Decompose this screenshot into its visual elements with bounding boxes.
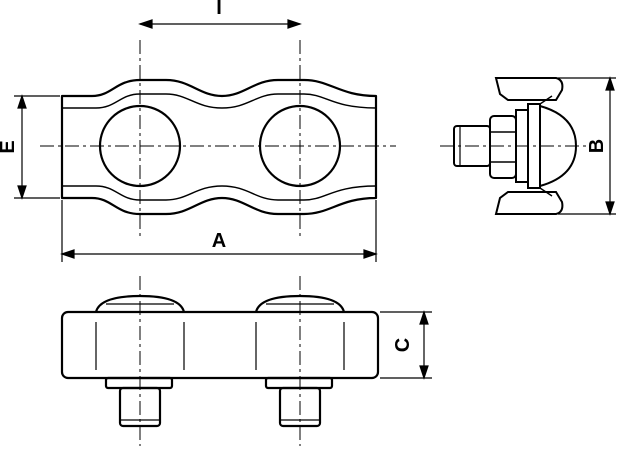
front-body bbox=[60, 310, 380, 380]
side-nut bbox=[489, 115, 517, 179]
hole-spacing-label: E bbox=[0, 140, 19, 153]
dimension-height bbox=[558, 76, 616, 216]
centerlines-front bbox=[139, 276, 301, 446]
side-bottom-flange bbox=[494, 191, 564, 215]
clamp-edge-top bbox=[62, 93, 377, 109]
dimension-pitch bbox=[138, 19, 302, 29]
clamp-edge-bottom bbox=[62, 185, 377, 201]
length-label: A bbox=[212, 230, 226, 252]
height-label: B bbox=[586, 139, 608, 153]
thickness-label: C bbox=[392, 338, 414, 352]
front-nut-left bbox=[104, 376, 174, 390]
front-view bbox=[60, 294, 380, 428]
pitch-label: I bbox=[216, 0, 222, 19]
dimension-thickness bbox=[380, 310, 432, 380]
dimension-length bbox=[60, 200, 378, 262]
top-view bbox=[60, 78, 378, 216]
dimension-hole-spacing bbox=[14, 94, 60, 200]
front-nut-right bbox=[264, 376, 334, 390]
centerlines-top bbox=[40, 40, 396, 236]
side-top-flange bbox=[494, 77, 564, 101]
clamp-body-outline bbox=[60, 78, 378, 216]
